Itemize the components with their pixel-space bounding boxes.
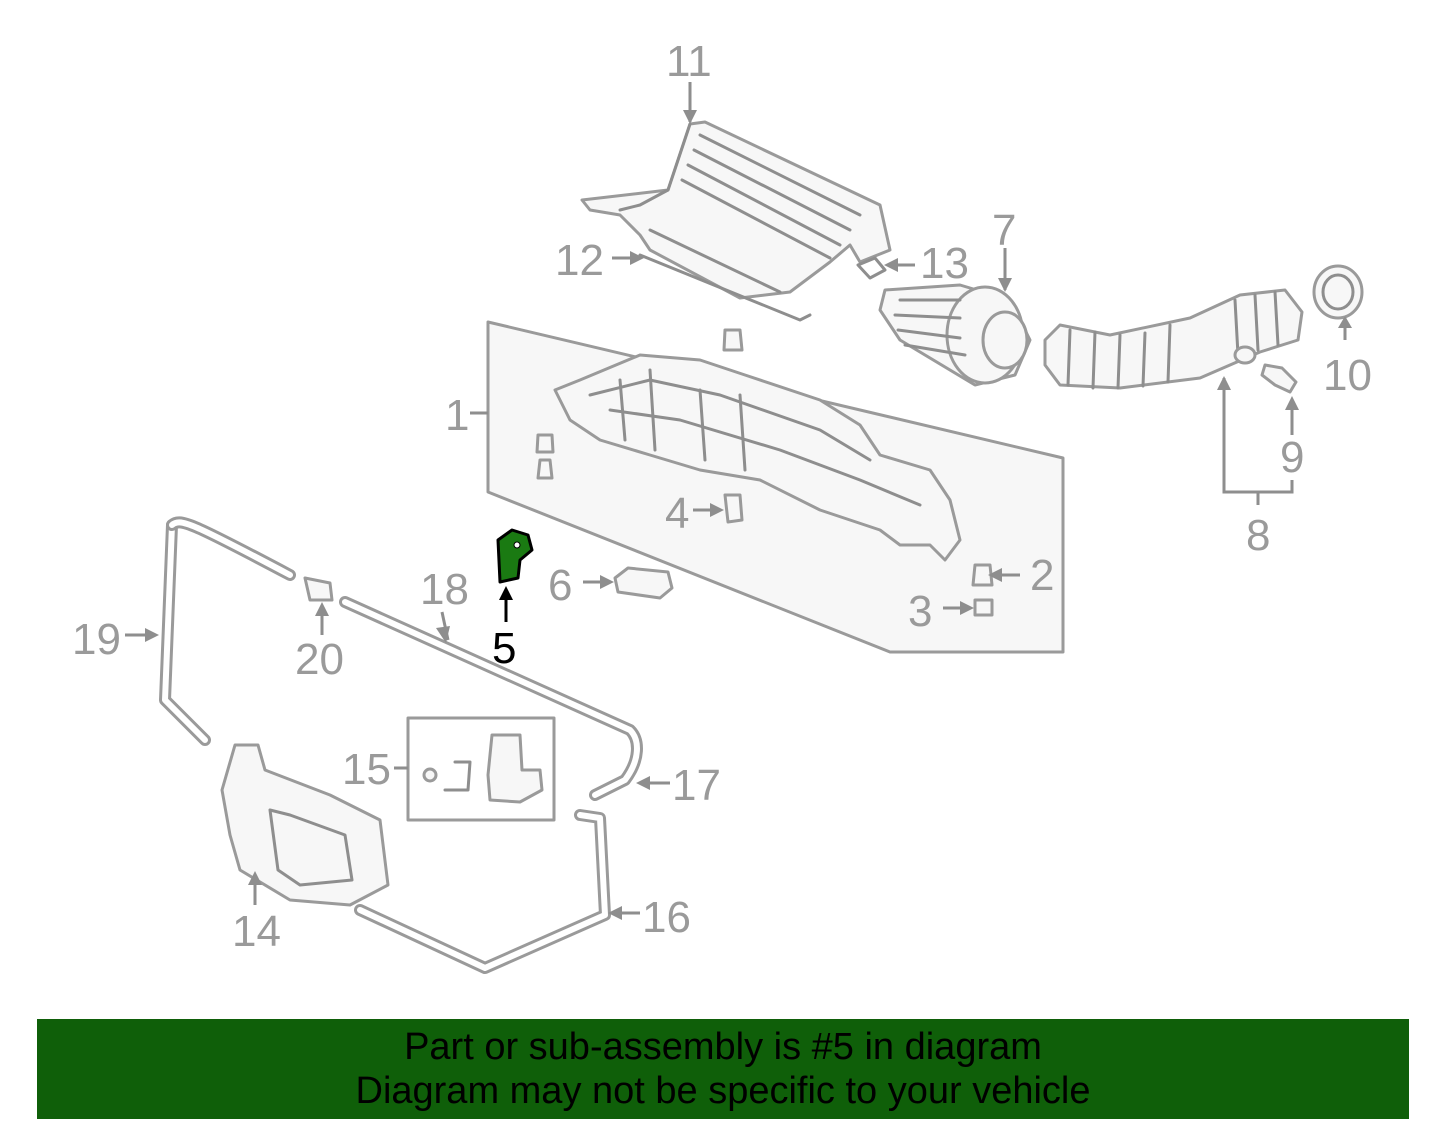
banner-line-1: Part or sub-assembly is #5 in diagram: [404, 1026, 1042, 1068]
callout-19: 19: [72, 615, 121, 664]
bolt-3: [973, 598, 994, 617]
clip-4: [723, 493, 744, 524]
canister-14: [220, 743, 390, 907]
bracket-6: [613, 566, 674, 600]
callout-15: 15: [342, 745, 391, 794]
callout-3: 3: [908, 587, 932, 636]
callout-17: 17: [672, 761, 721, 810]
bracket-5-highlighted: [496, 528, 534, 584]
air-cleaner-housing: [486, 320, 1065, 654]
grommet-2: [971, 563, 994, 587]
callout-11: 11: [666, 37, 712, 86]
callout-6: 6: [548, 561, 572, 610]
air-cleaner-cover: [580, 120, 892, 322]
leader-lines: [125, 82, 1352, 920]
intake-tube: [1043, 288, 1304, 390]
air-filter-element: [878, 283, 1032, 387]
callout-16: 16: [642, 893, 691, 942]
info-banner: Part or sub-assembly is #5 in diagram Di…: [37, 1019, 1409, 1119]
callout-2: 2: [1030, 551, 1054, 600]
hose-clamp-10: [1312, 264, 1364, 320]
sensor-9: [1260, 363, 1298, 394]
callout-1: 1: [445, 391, 469, 440]
callout-8: 8: [1246, 511, 1270, 560]
callout-13: 13: [920, 239, 969, 288]
connector-20: [303, 576, 334, 602]
callout-10: 10: [1323, 351, 1372, 400]
callout-12: 12: [555, 236, 604, 285]
callout-9: 9: [1280, 433, 1304, 482]
callout-5-highlighted: 5: [492, 624, 516, 673]
solenoid-valve-15: [406, 716, 556, 822]
hoses: [159, 516, 643, 974]
callout-18: 18: [420, 565, 469, 614]
callout-20: 20: [295, 635, 344, 684]
clip-13: [856, 256, 887, 280]
callout-14: 14: [232, 907, 281, 956]
callout-4: 4: [665, 489, 689, 538]
callout-7: 7: [992, 206, 1016, 255]
banner-line-2: Diagram may not be specific to your vehi…: [355, 1070, 1091, 1112]
